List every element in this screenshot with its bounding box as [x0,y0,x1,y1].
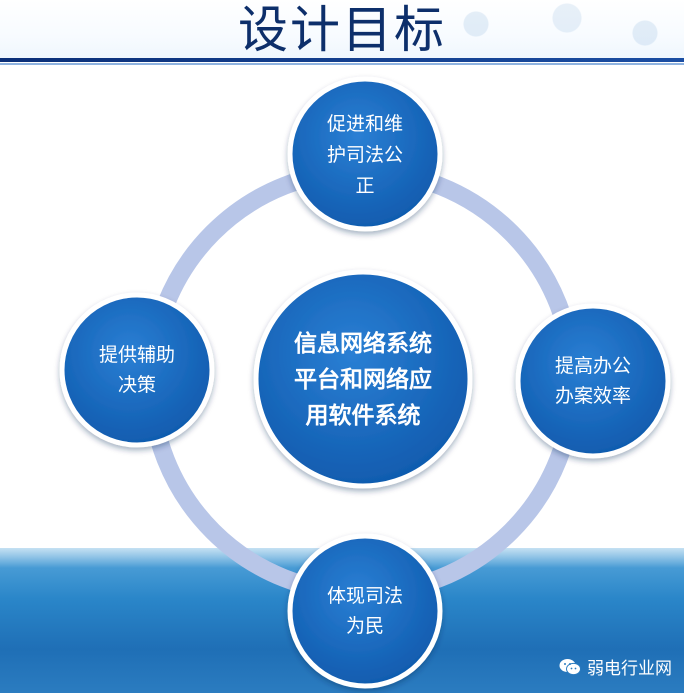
node-top-label: 促进和维 护司法公 正 [326,112,403,197]
node-right [515,303,671,459]
watermark-text: 弱电行业网 [587,659,672,679]
slide-title: 设计目标 [238,1,446,59]
header-background [0,0,684,62]
wechat-icon [559,658,581,676]
node-left-label: 提供辅助 决策 [98,344,175,396]
title-underline [0,58,684,62]
node-bottom [287,533,443,689]
watermark: 弱电行业网 [559,654,672,679]
node-left [59,292,215,448]
node-top [287,76,443,232]
node-center [253,269,473,489]
center-label: 信息网络系统 平台和网络应 用软件系统 [294,331,432,429]
node-bottom-label: 体现司法 为民 [326,585,403,637]
title-underline-light [0,63,684,65]
node-right-label: 提高办公 办案效率 [554,355,631,407]
header-pattern [424,0,684,60]
